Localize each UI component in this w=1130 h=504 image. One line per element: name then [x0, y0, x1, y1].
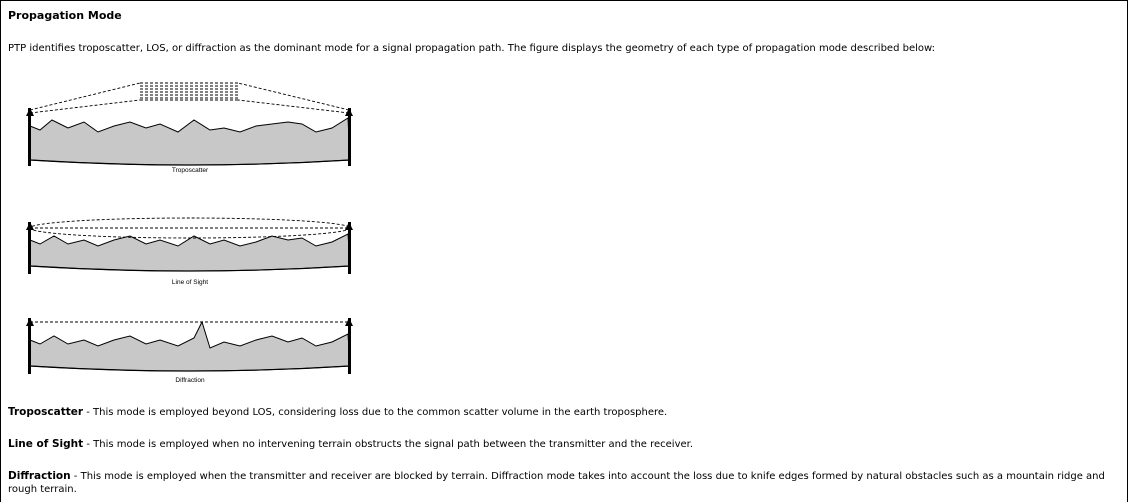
terrain-shape [30, 118, 350, 165]
fresnel-paths [30, 218, 350, 238]
troposcatter-caption: Troposcatter [172, 167, 209, 174]
intro-paragraph: PTP identifies troposcatter, LOS, or dif… [8, 43, 935, 54]
diffraction-description: Diffraction - This mode is employed when… [8, 470, 1126, 496]
diffraction-figure: Diffraction [18, 308, 363, 408]
section-title: Propagation Mode [8, 9, 122, 22]
troposcatter-text: - This mode is employed beyond LOS, cons… [83, 407, 667, 418]
tower-right [348, 318, 351, 374]
diffraction-text: - This mode is employed when the transmi… [8, 471, 1105, 495]
diffraction-caption: Diffraction [175, 377, 205, 384]
tower-right [348, 108, 351, 166]
troposcatter-description: Troposcatter - This mode is employed bey… [8, 406, 1126, 419]
troposcatter-term: Troposcatter [8, 406, 83, 418]
line-of-sight-text: - This mode is employed when no interven… [83, 439, 693, 450]
terrain-shape [30, 322, 350, 371]
line-of-sight-caption: Line of Sight [172, 279, 208, 286]
line-of-sight-figure: Line of Sight [18, 210, 363, 310]
terrain-shape [30, 234, 350, 271]
troposcatter-figure: Troposcatter [18, 78, 363, 178]
tower-left [28, 318, 31, 374]
line-of-sight-term: Line of Sight [8, 438, 83, 450]
diffraction-term: Diffraction [8, 470, 71, 482]
line-of-sight-description: Line of Sight - This mode is employed wh… [8, 438, 1126, 451]
scatter-paths [30, 83, 349, 113]
tower-left [28, 108, 31, 166]
